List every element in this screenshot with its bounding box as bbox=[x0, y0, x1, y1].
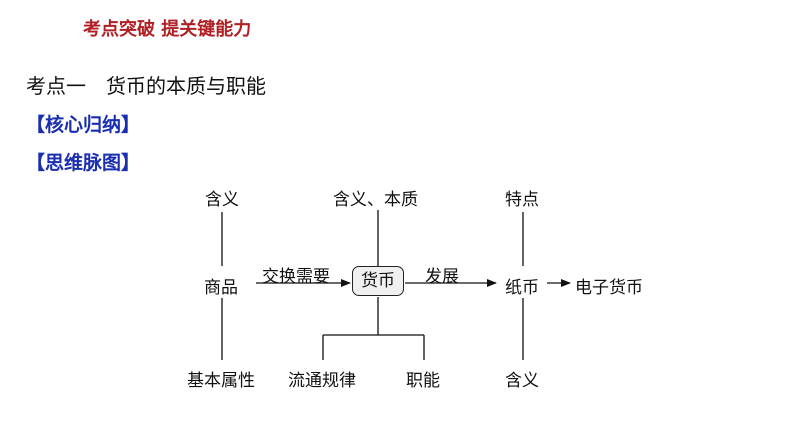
node-paper-money: 纸币 bbox=[505, 278, 539, 298]
node-money: 货币 bbox=[352, 266, 404, 296]
node-circulation-law: 流通规律 bbox=[288, 371, 356, 391]
node-commodity: 商品 bbox=[204, 278, 238, 298]
tag-mind-map: 【思维脉图】 bbox=[26, 152, 141, 174]
tag-core-summary: 【核心归纳】 bbox=[26, 114, 141, 136]
edge-label-exchange-need: 交换需要 bbox=[262, 267, 330, 287]
node-paper-feature: 特点 bbox=[505, 190, 539, 210]
node-commodity-meaning: 含义 bbox=[205, 190, 239, 210]
node-paper-meaning: 含义 bbox=[505, 371, 539, 391]
section-title: 考点一 货币的本质与职能 bbox=[26, 74, 266, 98]
node-function: 职能 bbox=[406, 371, 440, 391]
node-money-meaning: 含义、本质 bbox=[333, 190, 418, 210]
node-commodity-attribute: 基本属性 bbox=[187, 371, 255, 391]
edge-label-development: 发展 bbox=[425, 267, 459, 287]
page-header: 考点突破 提关键能力 bbox=[83, 19, 252, 40]
node-e-money: 电子货币 bbox=[575, 278, 643, 298]
